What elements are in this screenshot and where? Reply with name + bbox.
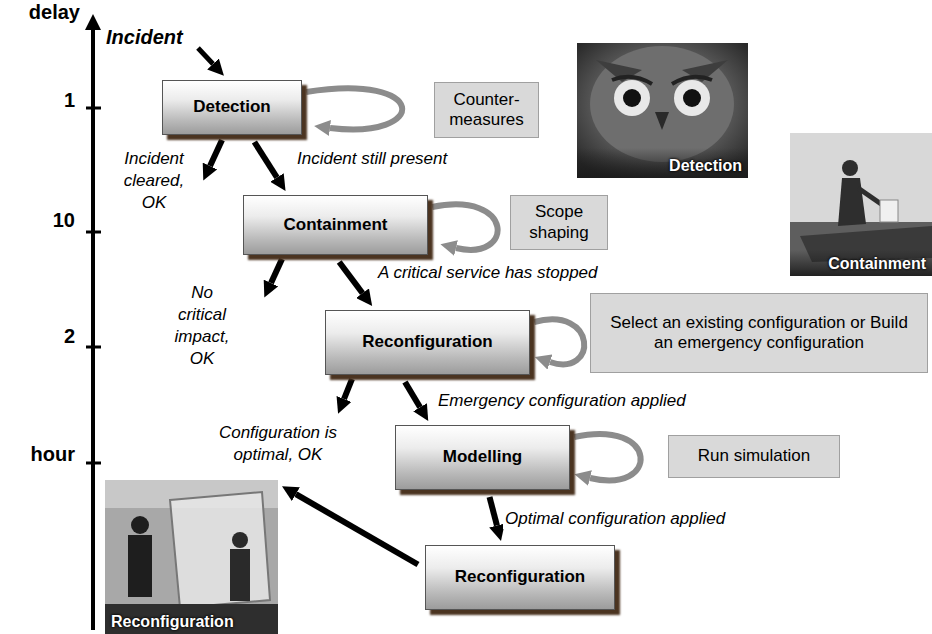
time-axis [86, 30, 101, 630]
photo-panel: Detection [577, 43, 748, 178]
glass-panel [170, 492, 270, 608]
owl-beak [655, 112, 669, 130]
action-box: Select an existing configuration or Buil… [590, 293, 928, 373]
photo-ground [105, 480, 278, 634]
flow-arrow [490, 497, 497, 526]
flow-arrow [296, 494, 418, 564]
boat-photo [790, 133, 932, 276]
process-box: Reconfiguration [325, 310, 530, 375]
process-box: Reconfiguration [425, 545, 615, 610]
tick-label: 2 [30, 325, 75, 348]
axis-tick [86, 107, 101, 110]
edge-label: A critical service has stopped [376, 263, 600, 283]
process-box-text: Reconfiguration [362, 332, 492, 352]
owl-eye [614, 80, 650, 116]
loop-arrow [534, 319, 584, 364]
process-box: Containment [243, 195, 428, 255]
action-box: Scope shaping [510, 195, 608, 250]
process-box: Modelling [395, 425, 570, 490]
owl-head [590, 46, 734, 162]
action-box-text: Run simulation [698, 446, 810, 466]
process-box-text: Detection [193, 97, 270, 117]
worker-body [230, 549, 250, 601]
photo-shade [577, 148, 748, 178]
process-box: Detection [162, 80, 302, 135]
axis-tick [86, 231, 101, 234]
floor-band [105, 604, 278, 634]
photo-ground [577, 43, 748, 178]
owl-eye [674, 80, 710, 116]
loop-arrow [306, 88, 402, 129]
action-box: Run simulation [668, 435, 840, 478]
outcome-arrow [271, 259, 282, 283]
photo-shade [790, 250, 932, 276]
outcome-note: No critical impact, OK [170, 282, 234, 370]
tick-label: 10 [30, 209, 75, 232]
outcome-arrow [344, 379, 352, 399]
worker-bag [880, 200, 898, 222]
edge-label: Emergency configuration applied [436, 391, 688, 411]
owl-pupil [683, 89, 701, 107]
outcome-note: Incident cleared, OK [113, 148, 195, 214]
outcome-note: Configuration is optimal, OK [218, 422, 338, 466]
worker-body [838, 178, 866, 226]
loop-arrow [574, 434, 641, 481]
owl-pupil [623, 89, 641, 107]
loop-arrow [432, 204, 498, 249]
action-box-text: Counter- measures [443, 90, 530, 131]
action-box: Counter- measures [434, 82, 539, 138]
process-box-text: Containment [284, 215, 388, 235]
owl-photo [577, 43, 748, 178]
photo-ground [790, 133, 932, 276]
axis-title: delay [18, 1, 80, 24]
photo-panel-text: Detection [669, 157, 742, 175]
photo-panel: Reconfiguration [105, 480, 278, 634]
photo-panel-text: Reconfiguration [111, 613, 234, 631]
edge-label: Incident still present [295, 149, 449, 169]
edge-label: Optimal configuration applied [503, 509, 727, 529]
owl-brow [672, 77, 712, 84]
photo-panel-text: Containment [828, 255, 926, 273]
tick-label: 1 [30, 89, 75, 112]
action-box-text: Select an existing configuration or Buil… [599, 313, 919, 354]
flow-arrow [405, 382, 420, 407]
water [790, 222, 932, 276]
process-box-text: Reconfiguration [455, 567, 585, 587]
axis-line [91, 30, 95, 630]
flow-arrow [339, 262, 362, 293]
event-arrow [198, 48, 213, 64]
photo-panel: Containment [790, 133, 932, 276]
worker-head [842, 160, 858, 176]
outcome-arrow [210, 140, 222, 166]
flow-arrow [254, 142, 277, 177]
glass-photo [105, 480, 278, 634]
tick-label: hour [15, 443, 75, 466]
worker-head [131, 516, 149, 534]
process-box-text: Modelling [443, 447, 522, 467]
axis-tick [86, 462, 101, 465]
axis-tick [86, 346, 101, 349]
action-box-text: Scope shaping [519, 202, 599, 243]
worker-body [128, 535, 152, 597]
owl-brow [612, 77, 652, 84]
event-label: Incident [106, 26, 196, 49]
worker-head [232, 532, 248, 548]
